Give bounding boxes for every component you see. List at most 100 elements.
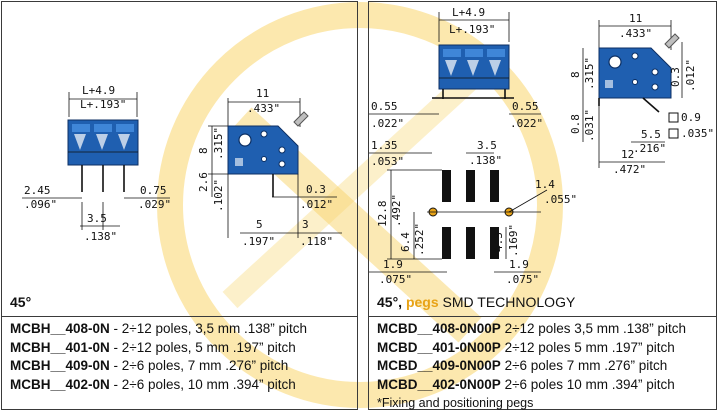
svg-text:.075": .075" bbox=[379, 273, 412, 286]
heading-angle: 45°, pegs SMD TECHNOLOGY bbox=[377, 294, 576, 310]
dim-pin-length: 2.6 .102" bbox=[197, 172, 225, 212]
svg-text:3.5: 3.5 bbox=[87, 212, 107, 225]
product-panel-mcbh: L+4.9 L+.193" 2.45 .096" 0.75 .029" bbox=[1, 1, 358, 410]
heading-angle: 45° bbox=[10, 294, 32, 310]
dim-footprint-height: 12.8 .492" bbox=[376, 169, 442, 260]
list-item: MCBD__401-0N00P 2÷12 poles 5 mm .197” pi… bbox=[377, 339, 675, 355]
dim-side-height: 8 .315" bbox=[569, 48, 596, 98]
model-list: MCBH__408-0N - 2÷12 poles, 3,5 mm .138” … bbox=[10, 320, 307, 394]
svg-text:.022": .022" bbox=[371, 117, 404, 130]
svg-text:.138": .138" bbox=[469, 154, 502, 167]
dim-pitch: 3.5 .138" bbox=[80, 202, 120, 243]
caption-mcbd: 45°, pegs SMD TECHNOLOGY MCBD__408-0N00P… bbox=[369, 294, 716, 410]
list-item: MCBD__402-0N00P 2÷6 poles 10 mm .394” pi… bbox=[377, 376, 675, 392]
dim-12: 12 .472" bbox=[598, 106, 665, 176]
divider bbox=[369, 316, 716, 317]
svg-text:.029": .029" bbox=[138, 198, 171, 211]
svg-text:.053": .053" bbox=[371, 155, 404, 168]
svg-text:.022": .022" bbox=[510, 117, 543, 130]
svg-text:.197": .197" bbox=[242, 235, 275, 248]
list-item: MCBH__401-0N - 2÷12 poles, 5 mm .197” pi… bbox=[10, 339, 296, 355]
dim-total-width: L+4.9 L+.193" bbox=[438, 6, 510, 42]
svg-text:L+4.9: L+4.9 bbox=[452, 6, 485, 19]
dim-side-height: 8 .315" bbox=[197, 125, 228, 175]
terminal-block-front bbox=[67, 119, 139, 192]
svg-text:.075": .075" bbox=[506, 273, 539, 286]
dim-side-width: 11 .433" bbox=[598, 12, 672, 50]
svg-text:.012": .012" bbox=[684, 59, 697, 92]
dim-square: 0.9 .035" bbox=[668, 111, 714, 140]
svg-text:1.9: 1.9 bbox=[383, 258, 403, 271]
svg-text:3.5: 3.5 bbox=[477, 139, 497, 152]
model-list: MCBD__408-0N00P 2÷12 poles 3,5 mm .138” … bbox=[377, 320, 686, 413]
svg-text:.169": .169" bbox=[507, 224, 520, 257]
svg-text:.055": .055" bbox=[544, 193, 577, 206]
product-panel-mcbd: L+4.9 L+.193" 0.55 .022" 0.55 .022" bbox=[368, 1, 717, 410]
svg-text:.433": .433" bbox=[619, 27, 652, 40]
pegs-highlight: pegs bbox=[405, 294, 439, 310]
svg-text:2.45: 2.45 bbox=[24, 184, 51, 197]
svg-text:0.9: 0.9 bbox=[681, 111, 701, 124]
svg-text:L+4.9: L+4.9 bbox=[82, 84, 115, 97]
dim-hole: 1.4 .055" bbox=[508, 178, 577, 213]
svg-text:.031": .031" bbox=[583, 109, 596, 142]
svg-text:.216": .216" bbox=[633, 142, 666, 155]
svg-text:8: 8 bbox=[569, 71, 582, 78]
svg-text:8: 8 bbox=[197, 147, 210, 154]
svg-text:L+.193": L+.193" bbox=[80, 98, 126, 111]
svg-text:12: 12 bbox=[621, 148, 634, 161]
list-item: MCBD__408-0N00P 2÷12 poles 3,5 mm .138” … bbox=[377, 321, 687, 336]
dim-pad-height: 4.3 .169" bbox=[492, 224, 520, 259]
list-item: MCBH__409-0N - 2÷6 poles, 7 mm .276” pit… bbox=[10, 358, 289, 373]
svg-text:5: 5 bbox=[256, 218, 263, 231]
svg-text:0.8: 0.8 bbox=[569, 114, 582, 134]
svg-text:1.9: 1.9 bbox=[509, 258, 529, 271]
svg-text:2.6: 2.6 bbox=[197, 172, 210, 192]
svg-text:4.3: 4.3 bbox=[492, 232, 505, 252]
svg-text:.012": .012" bbox=[300, 198, 333, 211]
svg-text:6.4: 6.4 bbox=[399, 232, 412, 252]
dim-pin-width: 0.3 .012" bbox=[669, 42, 697, 98]
svg-text:0.3: 0.3 bbox=[306, 183, 326, 196]
svg-text:.492": .492" bbox=[390, 194, 403, 227]
svg-text:.252": .252" bbox=[413, 223, 426, 256]
list-item: MCBD__409-0N00P 2÷6 poles 7 mm .276” pit… bbox=[377, 358, 668, 373]
svg-text:3: 3 bbox=[302, 218, 309, 231]
svg-text:0.75: 0.75 bbox=[140, 184, 167, 197]
svg-text:0.3: 0.3 bbox=[669, 67, 682, 87]
pcb-footprint bbox=[427, 170, 541, 259]
svg-text:11: 11 bbox=[256, 87, 269, 100]
svg-text:0.55: 0.55 bbox=[371, 100, 398, 113]
dim-lead-left: 2.45 .096" bbox=[22, 184, 82, 211]
svg-text:1.4: 1.4 bbox=[535, 178, 555, 191]
list-item: MCBH__402-0N - 2÷6 poles, 10 mm .394” pi… bbox=[10, 376, 296, 392]
svg-text:5.5: 5.5 bbox=[641, 128, 661, 141]
svg-text:L+.193": L+.193" bbox=[449, 23, 495, 36]
dim-pad-left: 1.35 .053" bbox=[369, 139, 432, 168]
svg-text:.472": .472" bbox=[613, 163, 646, 176]
technical-drawing-mcbd: L+4.9 L+.193" 0.55 .022" 0.55 .022" bbox=[369, 6, 714, 286]
dim-55: 5.5 .216" bbox=[631, 128, 666, 155]
dim-side-width: 11 .433" bbox=[227, 87, 301, 127]
svg-text:.315": .315" bbox=[583, 57, 596, 90]
dim-pos-3: 3 .118" bbox=[273, 174, 342, 248]
svg-text:.102": .102" bbox=[212, 179, 225, 212]
dim-bottom-right: 1.9 .075" bbox=[494, 258, 541, 286]
dim-lower: 6.4 .252" bbox=[399, 212, 426, 259]
dim-peg: 0.8 .031" bbox=[569, 98, 596, 142]
list-item: MCBH__408-0N - 2÷12 poles, 3,5 mm .138” … bbox=[10, 321, 308, 336]
dim-foot-right: 0.55 .022" bbox=[509, 100, 543, 130]
dim-total-width: L+4.9 L+.193" bbox=[68, 84, 138, 117]
dim-pos-5: 5 .197" bbox=[227, 174, 275, 248]
svg-text:.096": .096" bbox=[24, 198, 57, 211]
terminal-block-side bbox=[227, 111, 309, 197]
dim-pitch: 3.5 .138" bbox=[466, 139, 502, 167]
svg-text:0.55: 0.55 bbox=[512, 100, 539, 113]
divider bbox=[2, 316, 357, 317]
dim-bottom-left: 1.9 .075" bbox=[369, 258, 447, 286]
svg-text:11: 11 bbox=[629, 12, 642, 25]
dim-lead-right: 0.75 .029" bbox=[124, 184, 171, 211]
svg-text:.035": .035" bbox=[681, 127, 714, 140]
svg-text:.433": .433" bbox=[247, 102, 280, 115]
caption-mcbh: 45° MCBH__408-0N - 2÷12 poles, 3,5 mm .1… bbox=[2, 294, 357, 409]
